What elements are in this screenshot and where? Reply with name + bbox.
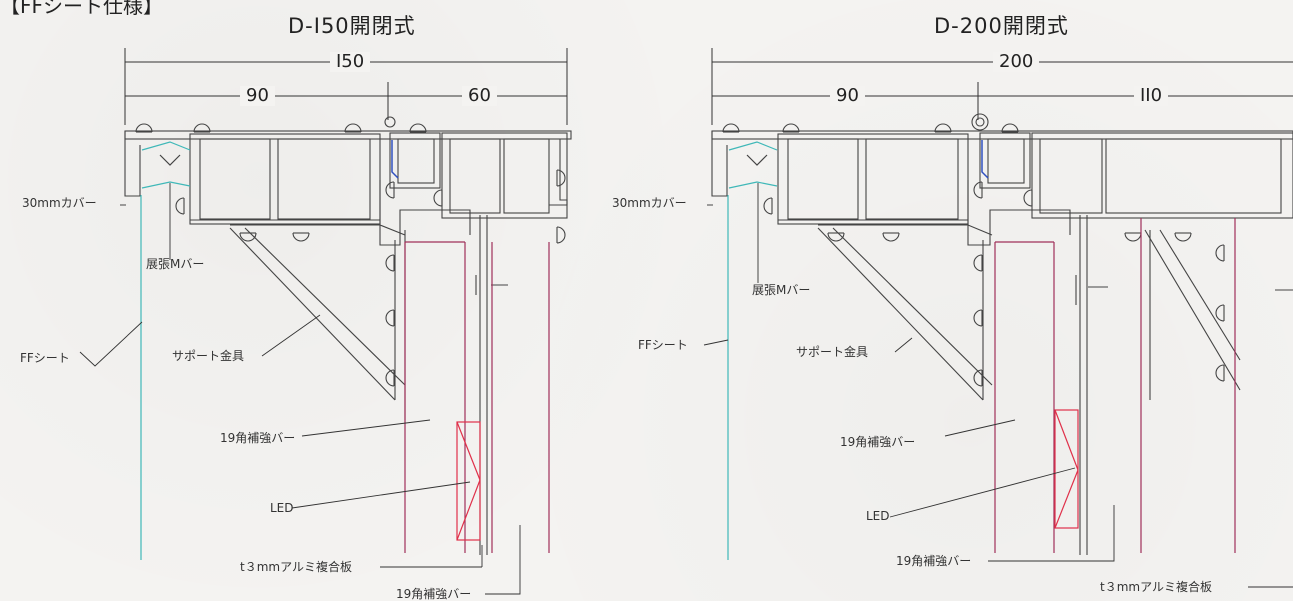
left-drawing-title: D-I50開閉式 [288, 14, 416, 38]
left-bolts [135, 116, 566, 387]
left-label-support: サポート金具 [172, 349, 245, 363]
left-leader-lines [79, 183, 521, 595]
left-frame-profile [124, 130, 572, 555]
right-label-m-bar: 展張Mバー [752, 283, 811, 297]
right-label-ff-sheet: FFシート [638, 338, 688, 352]
right-dim-right: II0 [1134, 86, 1169, 106]
right-label-support: サポート金具 [796, 345, 869, 359]
right-frame-profile [711, 130, 1293, 555]
left-label-bar-a: 19角補強バー [220, 431, 296, 445]
right-dim-left: 90 [830, 86, 865, 106]
left-label-cover: 30mmカバー [22, 196, 97, 210]
right-reinforcement-bars [994, 218, 1236, 553]
header-tag: 【FFシート仕様】 [0, 0, 164, 18]
right-dim-total: 200 [993, 52, 1040, 72]
right-bolts [722, 113, 1225, 387]
left-reinforcement-bars [404, 241, 550, 553]
right-blue-seal [981, 140, 989, 179]
left-dim-total: I50 [330, 52, 371, 72]
left-dim-left: 90 [240, 86, 275, 106]
right-label-bar-a: 19角補強バー [840, 435, 916, 449]
right-leader-lines [703, 183, 1293, 588]
right-label-bar-b: 19角補強バー [896, 554, 972, 568]
left-ff-sheet [140, 141, 191, 560]
right-ff-sheet [727, 141, 778, 560]
right-label-cover: 30mmカバー [612, 196, 687, 210]
right-led [1054, 409, 1079, 529]
left-led [456, 421, 481, 541]
left-label-bar-b: 19角補強バー [396, 587, 472, 601]
left-dim-right: 60 [462, 86, 497, 106]
right-label-led: LED [866, 509, 890, 523]
left-label-led: LED [270, 501, 294, 515]
right-label-panel: t３mmアルミ複合板 [1100, 580, 1212, 594]
left-label-m-bar: 展張Mバー [146, 257, 205, 271]
left-label-ff-sheet: FFシート [20, 351, 70, 365]
left-label-panel: t３mmアルミ複合板 [240, 560, 352, 574]
right-drawing-title: D-200開閉式 [934, 14, 1069, 38]
left-blue-seal [391, 140, 399, 179]
